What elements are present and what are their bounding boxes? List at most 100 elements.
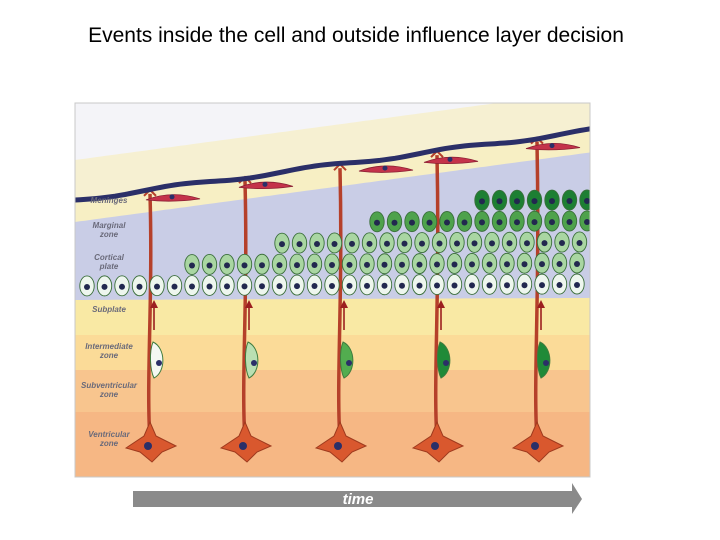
neuron-nucleus [294,283,300,290]
zone-label-line: Cortical [94,253,125,262]
neuron-nucleus [294,262,300,269]
neuron-nucleus [444,219,450,226]
cortical-neuron [166,275,183,297]
cortical-neuron [534,252,550,274]
neuron-nucleus [584,197,590,204]
neuron-nucleus [374,219,380,226]
cortical-neuron [324,253,340,275]
neuron-nucleus [454,240,460,247]
neuron-nucleus [224,262,230,269]
cortical-neuron [579,189,590,211]
neuron-nucleus [276,262,283,269]
neuron-nucleus [206,262,213,269]
neuron-nucleus [489,240,495,247]
neuron-nucleus [416,282,423,289]
cortical-neuron [534,273,550,295]
cortical-neuron [114,275,130,297]
cortical-neuron [361,232,378,254]
cortical-neuron [219,274,235,296]
cajal-retzius-nucleus [447,156,453,162]
cortical-neuron [491,210,508,232]
neuron-nucleus [469,261,475,268]
cortical-neuron [429,253,445,275]
neuron-nucleus [381,282,388,289]
neuron-nucleus [241,283,248,290]
neuron-nucleus [189,262,195,269]
neuron-nucleus [136,283,143,290]
zone-label-line: zone [99,230,119,239]
cortical-neuron [526,189,543,211]
cortical-neuron [341,253,358,275]
cortical-neuron [561,189,578,211]
zone-label-line: zone [99,439,119,448]
radial-glia-stage-1 [124,188,178,463]
neuron-nucleus [426,219,433,226]
neuron-nucleus [531,219,538,226]
cortical-neuron [551,273,568,295]
zone-label-line: Marginal [93,221,127,230]
neuron-nucleus [524,240,530,247]
neuron-nucleus [566,198,573,205]
neuron-nucleus [566,219,573,226]
radial-glia-fiber [241,181,248,441]
cortical-neuron [474,210,490,232]
neuron-nucleus [154,283,160,290]
cortical-neuron [396,232,413,254]
cortical-neuron [236,274,253,296]
zone-label-line: Meninges [91,196,128,205]
cortical-neuron [184,275,200,296]
cortical-neuron [484,231,500,253]
time-arrow: time [133,483,582,514]
cortical-neuron [219,253,235,275]
neuron-nucleus [486,261,493,268]
migrating-neuron [340,341,354,379]
cajal-retzius-nucleus [262,181,268,187]
cortical-neuron [499,252,515,274]
cortical-neuron [394,274,410,296]
cortical-neuron [579,210,590,232]
cortical-neuron [519,231,535,253]
cortical-neuron [536,231,553,253]
neuron-nucleus [384,240,390,247]
radial-glia-stage-2 [219,175,273,463]
cortical-neuron [376,253,393,275]
neuron-nucleus [496,198,503,205]
radial-glia-stage-3 [314,162,368,463]
neuron-nucleus [381,261,388,268]
neuron-nucleus [556,261,563,268]
neuron-nucleus [279,241,285,248]
neuron-nucleus [259,262,265,269]
migrating-neuron [245,341,259,379]
cortical-neuron [404,211,420,233]
cortical-neuron [446,253,463,274]
migration-arrow-head [340,300,348,308]
zone-label-line: zone [99,351,119,360]
time-arrow-shape [133,483,582,514]
cortical-neuron [544,189,560,211]
neuron-nucleus [346,282,353,289]
neuron-nucleus [556,282,563,289]
migrating-neuron-nucleus [251,360,257,366]
cortical-neuron [421,211,438,233]
cortical-neuron [359,274,375,296]
migrating-neuron [150,341,164,379]
cortical-neuron [571,231,588,253]
migrating-neuron-nucleus [443,360,449,366]
neuron-nucleus [574,260,580,267]
radial-glia-nucleus [239,442,247,450]
zone-label-line: Subplate [92,305,126,314]
cortical-neuron [289,253,305,275]
zone-label-line: zone [99,390,119,399]
cortical-neuron [236,253,253,275]
cortical-neuron [499,273,515,295]
cortical-neuron [344,232,360,254]
radial-glia-cell-body [511,420,565,463]
cortical-neuron [551,252,568,274]
diagram-panel [75,103,590,477]
neuron-nucleus [486,282,493,289]
cortical-neuron [271,274,288,296]
